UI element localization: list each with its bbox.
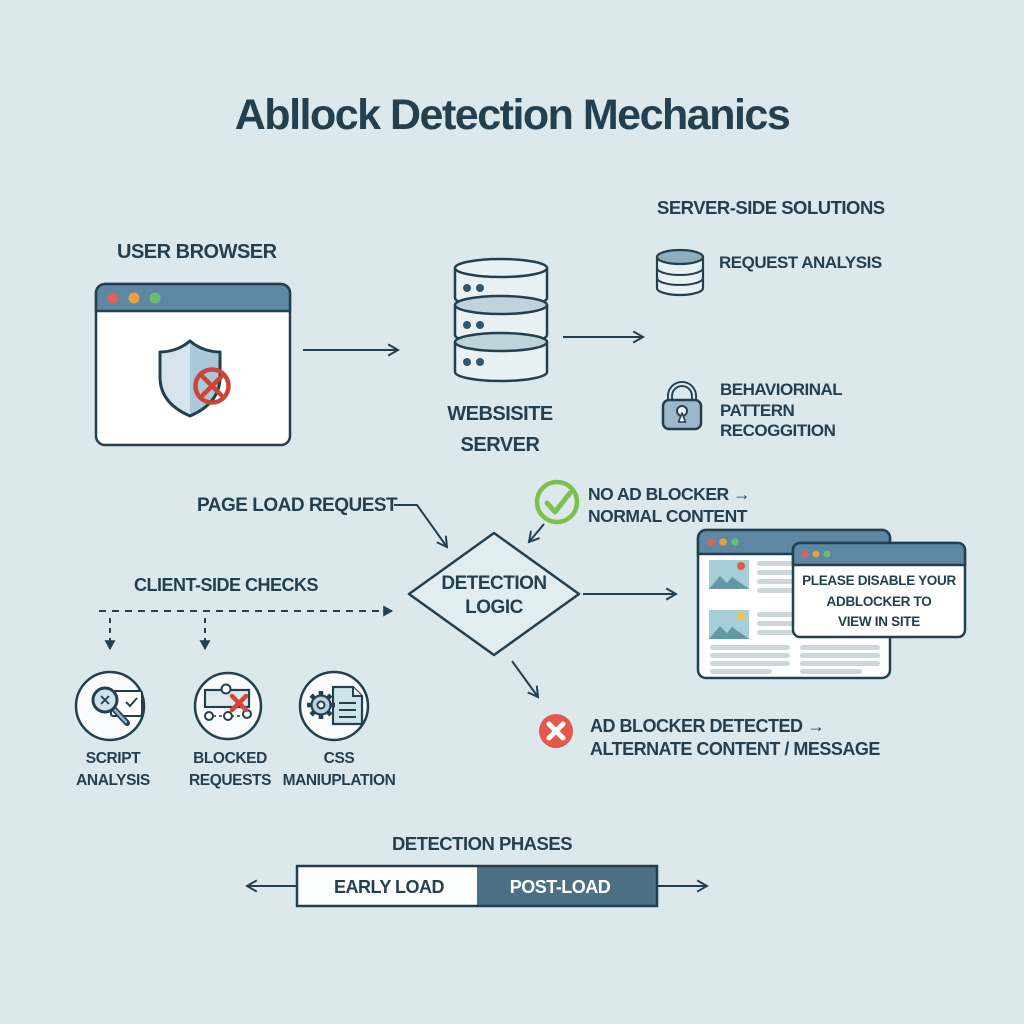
css-manipulation-line-1: CSS bbox=[323, 750, 355, 767]
behavioral-line-2: PATTERN bbox=[720, 400, 795, 420]
database-icon bbox=[655, 248, 705, 297]
website-server-line-1: WEBSISITE bbox=[447, 403, 553, 425]
website-server-label: WEBSISITE SERVER bbox=[447, 399, 553, 461]
script-analysis-line-2: ANALYSIS bbox=[76, 771, 150, 789]
popup-message-line-2: ADBLOCKER TO bbox=[826, 593, 932, 609]
detection-phases-heading: DETECTION PHASES bbox=[391, 833, 573, 854]
phase-post-segment bbox=[477, 866, 657, 906]
adblocker-detected-line-1: AD BLOCKER DETECTED → bbox=[590, 716, 825, 736]
blocked-requests-line-2: REQUESTS bbox=[188, 771, 272, 789]
server-side-heading: SERVER-SIDE SOLUTIONS bbox=[657, 197, 885, 218]
popup-message-line-1: PLEASE DISABLE YOUR bbox=[802, 573, 956, 588]
adblocker-detected-label: AD BLOCKER DETECTED → ALTERNATE CONTENT … bbox=[590, 715, 880, 760]
article-thumbnail-2 bbox=[709, 610, 749, 639]
arrow-check-to-diamond bbox=[527, 523, 545, 544]
adblock-popup-window bbox=[791, 541, 967, 639]
window-dots-icon bbox=[107, 292, 161, 304]
no-adblocker-line-2: NORMAL CONTENT bbox=[588, 505, 747, 526]
behavioral-pattern-label: BEHAVIORINAL PATTERN RECOGGITION bbox=[720, 380, 843, 442]
user-browser-label: USER BROWSER bbox=[117, 241, 277, 263]
early-load-label: EARLY LOAD bbox=[333, 877, 445, 897]
no-adblocker-label: NO AD BLOCKER → NORMAL CONTENT bbox=[588, 484, 751, 527]
script-analysis-line-1: SCRIPT bbox=[85, 750, 141, 767]
detection-logic-line-2: LOGIC bbox=[465, 597, 523, 618]
arrow-diamond-to-detected bbox=[511, 660, 540, 699]
client-side-checks-heading: CLIENT-SIDE CHECKS bbox=[134, 575, 319, 595]
detection-logic-diamond bbox=[407, 531, 581, 657]
blocked-requests-line-1: BLOCKED bbox=[193, 750, 267, 767]
arrow-pageload-to-diamond bbox=[394, 504, 449, 549]
request-analysis-label: REQUEST ANALYSIS bbox=[719, 253, 882, 272]
article-thumbnail-1 bbox=[709, 560, 749, 589]
blocked-x-icon bbox=[193, 367, 231, 405]
popup-message-line-3: VIEW IN SITE bbox=[838, 614, 920, 629]
page-title: Abllock Detection Mechanics bbox=[234, 91, 791, 139]
post-load-label: POST-LOAD bbox=[509, 877, 611, 897]
website-server-line-2: SERVER bbox=[460, 434, 540, 456]
success-check-icon bbox=[534, 479, 580, 525]
error-x-icon bbox=[539, 714, 573, 748]
text-lines-bottom bbox=[710, 645, 880, 674]
phase-early-segment bbox=[297, 866, 477, 906]
page-load-request-label: PAGE LOAD REQUEST bbox=[197, 495, 398, 516]
user-browser-window bbox=[94, 282, 292, 447]
adblock-popup-message: PLEASE DISABLE YOUR ADBLOCKER TO VIEW IN… bbox=[802, 571, 956, 633]
detection-logic-label: DETECTION LOGIC bbox=[441, 572, 547, 620]
detection-logic-line-1: DETECTION bbox=[441, 573, 547, 594]
css-manipulation-line-2: MANIUPLATION bbox=[282, 771, 396, 789]
css-manipulation-label: CSS MANIUPLATION bbox=[283, 748, 396, 791]
behavioral-line-1: BEHAVIORINAL bbox=[720, 380, 843, 399]
phase-bar bbox=[245, 864, 709, 908]
client-checks-connector bbox=[99, 605, 394, 651]
script-analysis-label: SCRIPT ANALYSIS bbox=[76, 748, 150, 791]
behavioral-line-3: RECOGGITION bbox=[720, 421, 836, 440]
shield-adblock-icon bbox=[158, 339, 231, 418]
blocked-requests-label: BLOCKED REQUESTS bbox=[189, 748, 271, 791]
padlock-icon bbox=[661, 381, 703, 431]
adblocker-detected-line-2: ALTERNATE CONTENT / MESSAGE bbox=[590, 738, 880, 759]
no-adblocker-line-1: NO AD BLOCKER → bbox=[588, 484, 751, 504]
gear-document-icon bbox=[298, 670, 370, 742]
server-stack-icon bbox=[453, 257, 549, 383]
script-magnifier-icon bbox=[74, 670, 146, 742]
blocked-network-icon bbox=[193, 671, 263, 741]
